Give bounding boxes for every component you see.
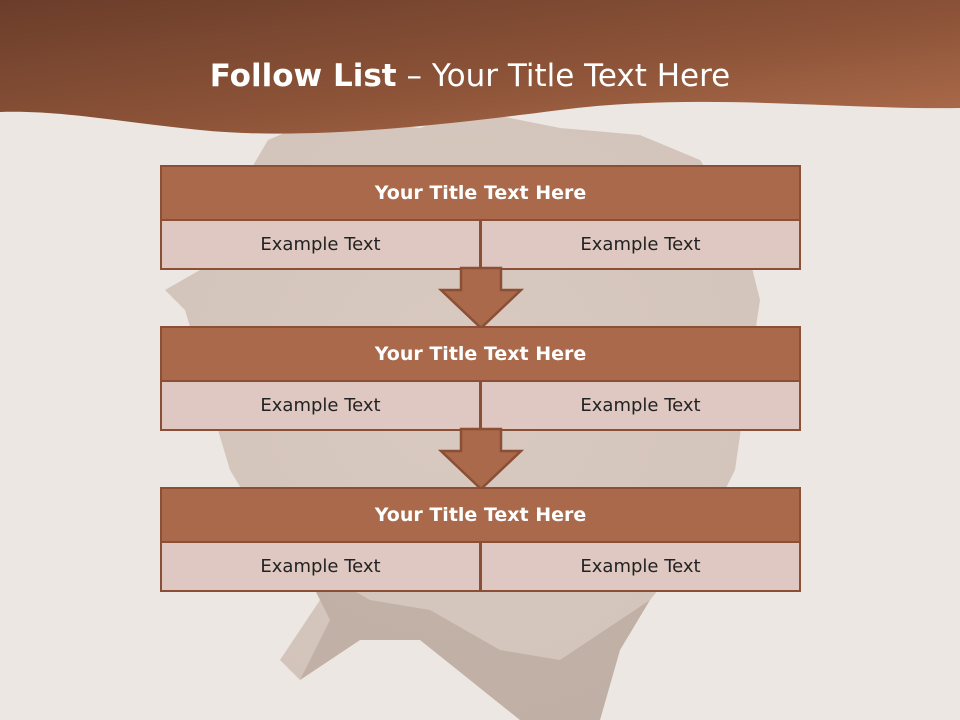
block-3-cell-right[interactable]: Example Text	[481, 543, 801, 592]
list-block-1: Your Title Text Here Example Text Exampl…	[160, 165, 801, 270]
block-1-cell-right[interactable]: Example Text	[481, 221, 801, 270]
torn-paper-shadow	[300, 560, 650, 720]
slide-title: Follow List – Your Title Text Here	[0, 52, 940, 100]
block-3-row: Example Text Example Text	[160, 543, 801, 592]
block-2-cell-right[interactable]: Example Text	[481, 382, 801, 431]
block-1-header[interactable]: Your Title Text Here	[160, 165, 801, 221]
down-arrow-icon	[438, 427, 524, 491]
list-block-3: Your Title Text Here Example Text Exampl…	[160, 487, 801, 592]
slide-title-rest: – Your Title Text Here	[396, 58, 731, 94]
block-2-row: Example Text Example Text	[160, 382, 801, 431]
down-arrow-icon	[438, 266, 524, 330]
block-1-row: Example Text Example Text	[160, 221, 801, 270]
block-3-header[interactable]: Your Title Text Here	[160, 487, 801, 543]
slide-title-bold: Follow List	[209, 58, 397, 94]
block-2-cell-left[interactable]: Example Text	[160, 382, 481, 431]
block-2-header[interactable]: Your Title Text Here	[160, 326, 801, 382]
block-3-cell-left[interactable]: Example Text	[160, 543, 481, 592]
title-banner	[0, 0, 960, 134]
block-1-cell-left[interactable]: Example Text	[160, 221, 481, 270]
list-block-2: Your Title Text Here Example Text Exampl…	[160, 326, 801, 431]
